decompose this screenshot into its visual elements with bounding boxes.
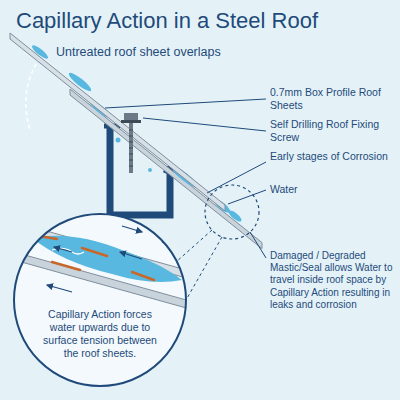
inset-outline (12, 212, 188, 388)
inset-text: Capillary Action forces water upwards du… (35, 308, 165, 361)
callout-label: Damaged / Degraded Mastic/Seal allows Wa… (270, 250, 396, 311)
callout-label: 0.7mm Box Profile Roof Sheets (270, 86, 392, 112)
inset-circle: Capillary Action forces water upwards du… (12, 212, 188, 388)
callout-label: Early stages of Corrosion (270, 150, 392, 163)
subtitle: Untreated roof sheet overlaps (56, 45, 306, 60)
callout-label: Water (270, 183, 392, 196)
callout-label: Self Drilling Roof Fixing Screw (270, 118, 392, 144)
diagram-title: Capillary Action in a Steel Roof (16, 8, 318, 35)
